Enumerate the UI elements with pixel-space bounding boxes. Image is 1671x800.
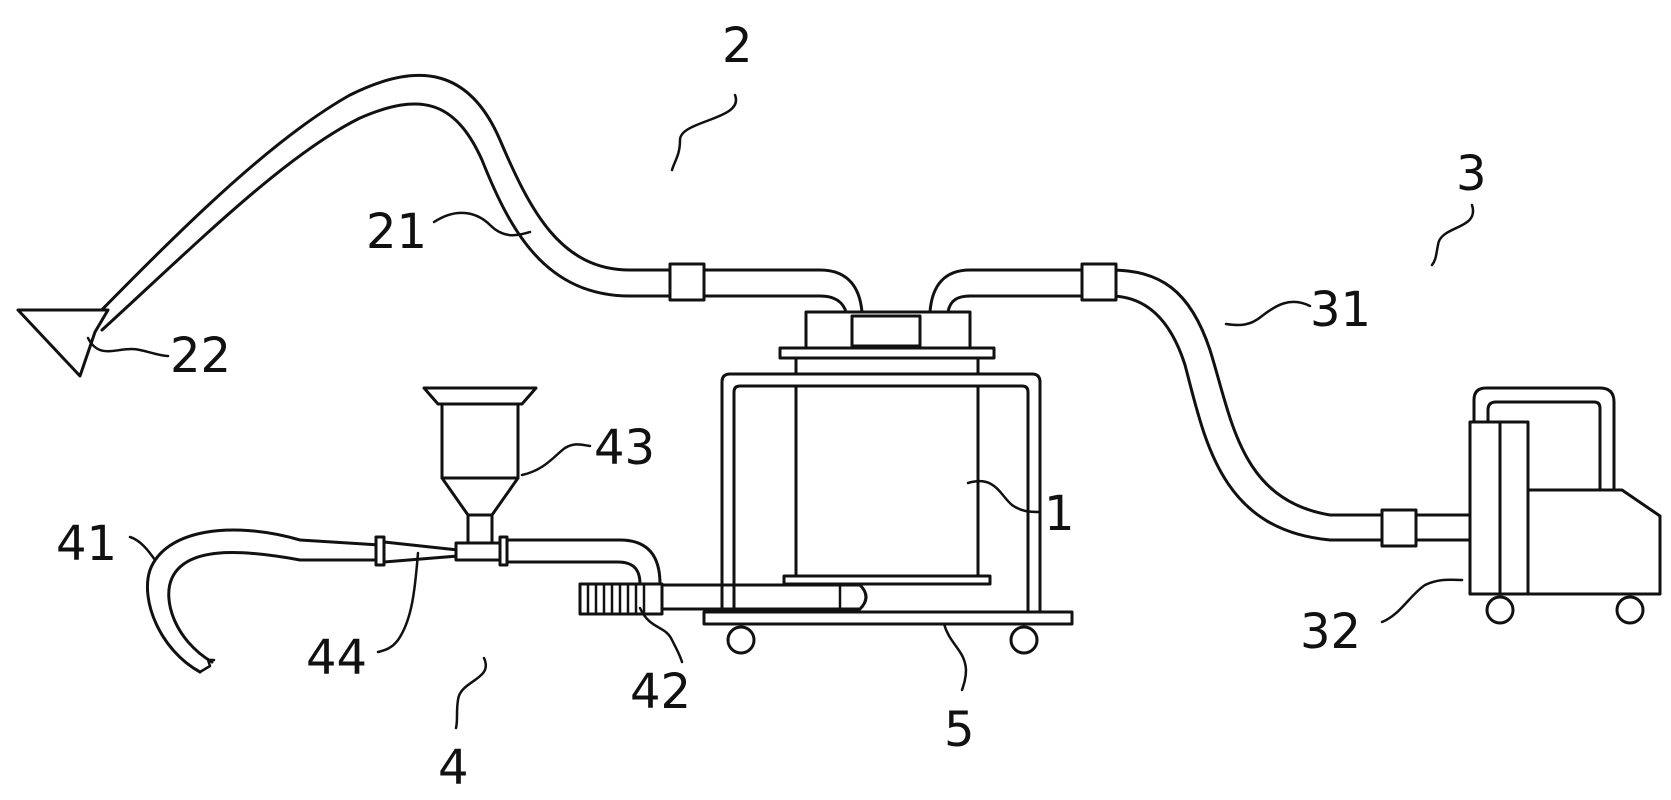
leader-2 [670, 93, 738, 172]
leader-1 [966, 480, 1042, 514]
hopper-cone [440, 476, 520, 517]
leader-32 [1380, 578, 1464, 624]
outlet-pipe [505, 538, 662, 586]
label-3: 3 [1456, 146, 1487, 202]
leader-42 [638, 606, 684, 664]
leader-3 [1430, 203, 1475, 267]
suction-hose [80, 74, 864, 332]
venturi-body [454, 541, 506, 562]
hose-coupler [668, 262, 706, 302]
leader-22 [86, 336, 170, 358]
collector-loop-inner [1486, 400, 1602, 498]
label-21: 21 [366, 204, 427, 260]
feeding-assembly [145, 386, 868, 674]
leader-44 [376, 551, 420, 654]
venturi-tube [382, 540, 460, 564]
cart-wheel [1009, 625, 1039, 655]
cart-wheel [726, 625, 756, 655]
collector-wheel [1615, 595, 1645, 625]
collector-hose [928, 262, 1472, 548]
outlet-pipe-inner [505, 560, 642, 586]
feed-hose-inner [167, 551, 462, 664]
hose-coupler [1380, 508, 1418, 548]
suction-hood [16, 308, 110, 378]
label-2: 2 [722, 18, 753, 74]
label-42: 42 [630, 664, 691, 720]
venturi-ring [498, 535, 509, 567]
leader-31 [1224, 300, 1312, 327]
leader-lines [86, 93, 1475, 730]
tank-lid-top [850, 314, 922, 348]
label-1: 1 [1044, 486, 1075, 542]
collector-loop-outer [1472, 386, 1616, 498]
hopper-spout [466, 513, 494, 545]
label-32: 32 [1300, 604, 1361, 660]
collector-wheel [1485, 595, 1515, 625]
leader-4 [454, 656, 488, 730]
label-44: 44 [306, 630, 367, 686]
dust-collector [1468, 386, 1662, 625]
hose-coupler [1080, 262, 1118, 302]
main-tank [702, 310, 1074, 655]
label-41: 41 [56, 516, 117, 572]
tank-neck [794, 356, 980, 376]
feed-hose [145, 528, 462, 674]
label-5: 5 [944, 702, 975, 758]
hopper-rim [422, 386, 538, 406]
tank-frame-inner [732, 384, 1030, 614]
label-43: 43 [594, 420, 655, 476]
leader-43 [520, 443, 592, 477]
tank-bottom-plate [782, 574, 992, 586]
leader-41 [128, 535, 157, 562]
label-4: 4 [438, 740, 469, 796]
collector-housing [1526, 488, 1662, 596]
motor-feed-pipe [660, 583, 868, 611]
motor-fins [586, 584, 646, 614]
tank-frame-outer [720, 372, 1042, 614]
label-31: 31 [1310, 282, 1371, 338]
leader-5 [942, 622, 968, 692]
label-22: 22 [170, 328, 231, 384]
hopper-body [440, 402, 520, 480]
leader-21 [432, 211, 532, 237]
reference-numerals: 2 21 22 3 31 32 41 42 43 44 4 1 5 [56, 18, 1487, 796]
cart-base [702, 610, 1074, 626]
